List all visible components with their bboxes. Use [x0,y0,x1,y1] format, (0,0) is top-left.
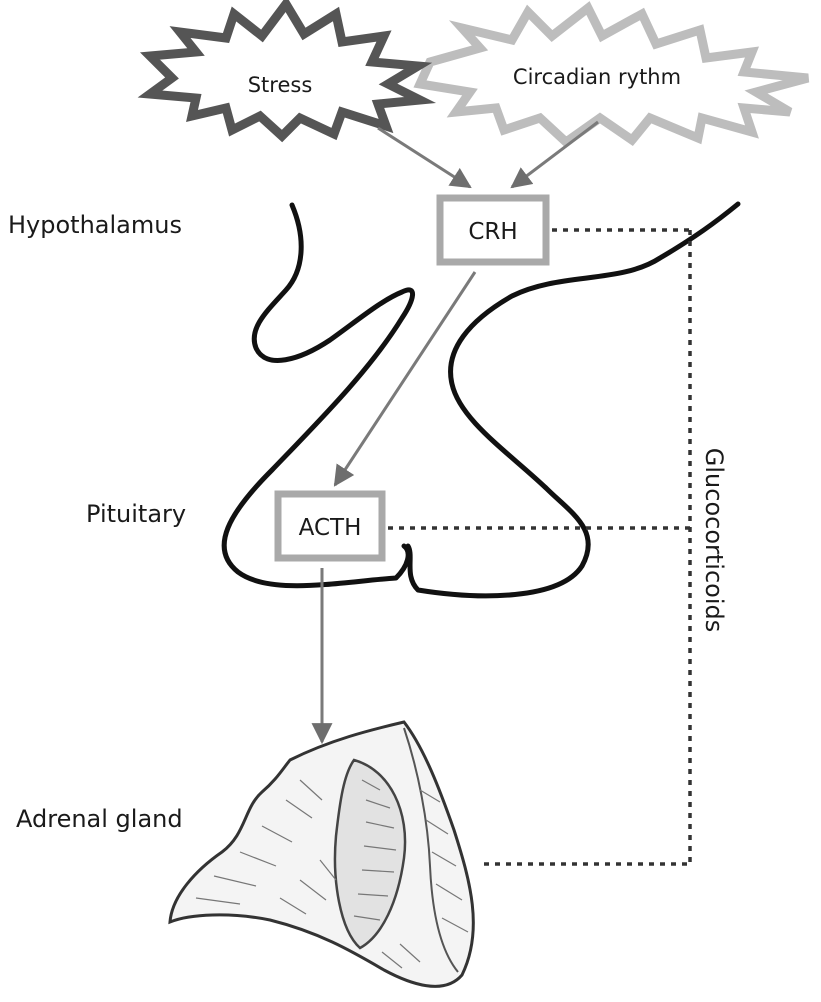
glucocorticoid-feedback [388,230,690,864]
hypothalamus-label: Hypothalamus [8,211,182,239]
adrenal-gland-illustration [170,722,473,986]
crh-label: CRH [468,219,517,245]
pituitary-label: Pituitary [86,500,186,528]
stress-burst: Stress [150,4,420,136]
glucocorticoids-label: Glucocorticoids [700,448,728,632]
adrenal-gland-outline [170,722,473,986]
stress-label: Stress [248,73,313,97]
crh-box: CRH [440,198,546,262]
circadian-label: Circadian rythm [513,65,681,89]
acth-box: ACTH [278,494,382,558]
arrow-stress-to-crh [378,128,470,187]
stress-burst-shape [150,4,420,136]
acth-label: ACTH [299,515,362,541]
circadian-burst: Circadian rythm [420,8,808,142]
adrenal-gland-label: Adrenal gland [16,805,183,833]
